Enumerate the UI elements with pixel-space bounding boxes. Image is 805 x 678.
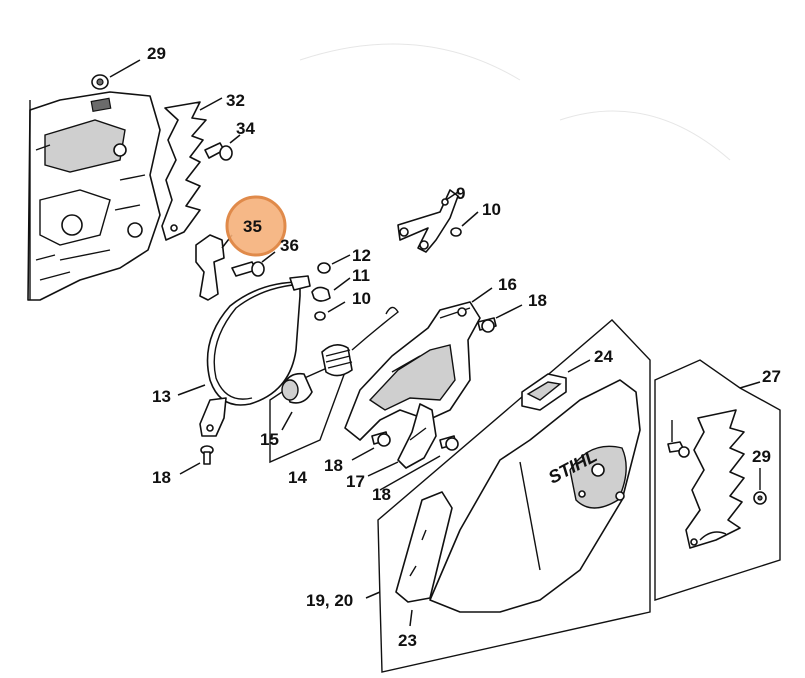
bumper-spike-32	[161, 101, 207, 241]
callout-23[interactable]: 23	[398, 631, 417, 650]
washer-10-upper	[450, 227, 462, 237]
leader-line	[379, 455, 441, 491]
highlight-label-35[interactable]: 35	[243, 217, 262, 236]
screw-34	[204, 142, 233, 161]
leader-line	[471, 287, 493, 303]
leader-line	[327, 301, 346, 313]
callout-13[interactable]: 13	[152, 387, 171, 406]
brake-band-13	[199, 275, 311, 437]
leader-line	[351, 447, 375, 461]
callout-14[interactable]: 14	[288, 468, 307, 487]
callout-16[interactable]: 16	[498, 275, 517, 294]
callout-19-20[interactable]: 19, 20	[306, 591, 353, 610]
callout-24[interactable]: 24	[594, 347, 613, 366]
callout-18-left[interactable]: 18	[152, 468, 171, 487]
callout-29-top[interactable]: 29	[147, 44, 166, 63]
highlight-callout[interactable]	[225, 195, 287, 257]
callout-17[interactable]: 17	[346, 472, 365, 491]
callout-34[interactable]: 34	[236, 119, 255, 138]
callout-32[interactable]: 32	[226, 91, 245, 110]
callout-9[interactable]: 9	[456, 184, 465, 203]
leader-line	[739, 381, 761, 389]
leader-line	[409, 609, 413, 627]
callout-18-right[interactable]: 18	[528, 291, 547, 310]
screw-27-left	[667, 420, 690, 458]
callout-10-upper[interactable]: 10	[482, 200, 501, 219]
brake-housing-16	[344, 301, 481, 441]
nut-29	[91, 74, 109, 90]
lever-11	[311, 286, 331, 302]
spike-group-box	[654, 359, 781, 601]
leader-line	[261, 251, 276, 263]
screw-36	[231, 261, 265, 277]
callout-18-mid[interactable]: 18	[324, 456, 343, 475]
sleeve-15	[281, 372, 313, 404]
engine-housing	[27, 91, 161, 301]
callout-11[interactable]: 11	[352, 266, 370, 285]
chain-tensioner-24	[521, 373, 567, 411]
pawl-17	[397, 403, 437, 469]
background-trace	[559, 110, 731, 161]
leader-line	[179, 462, 201, 475]
leader-line	[461, 211, 479, 227]
callout-15[interactable]: 15	[260, 430, 279, 449]
lever-9	[397, 189, 459, 253]
leader-line	[109, 59, 141, 78]
leader-line	[331, 254, 351, 265]
callout-12[interactable]: 12	[352, 246, 371, 265]
screw-18-right	[477, 317, 497, 333]
sprocket-cover-19-20	[429, 379, 641, 613]
callout-10-lower[interactable]: 10	[352, 289, 371, 308]
leader-line	[495, 304, 523, 319]
leader-line	[229, 134, 241, 144]
screw-18	[200, 445, 214, 465]
screw-18-a	[371, 431, 391, 447]
leader-line	[333, 277, 351, 291]
leader-line	[281, 411, 293, 431]
washer-10	[314, 311, 326, 321]
callout-29-right[interactable]: 29	[752, 447, 771, 466]
bumper-spike-27	[685, 409, 745, 549]
leader-line	[365, 591, 381, 599]
leader-line	[367, 461, 399, 477]
clip-12	[317, 262, 331, 274]
cover-group-box	[377, 319, 651, 673]
leader-line	[445, 191, 459, 201]
callout-36[interactable]: 36	[280, 236, 299, 255]
guide-plate-35	[195, 234, 225, 301]
leader-line	[199, 97, 223, 111]
spring-14	[321, 306, 399, 377]
background-trace	[299, 43, 521, 81]
leader-line	[177, 384, 206, 396]
cover-strip-23	[395, 491, 453, 603]
callout-18-low[interactable]: 18	[372, 485, 391, 504]
screw-18-b	[439, 435, 459, 451]
nut-29-right	[753, 468, 767, 505]
leader-line	[567, 359, 591, 373]
callout-27[interactable]: 27	[762, 367, 781, 386]
